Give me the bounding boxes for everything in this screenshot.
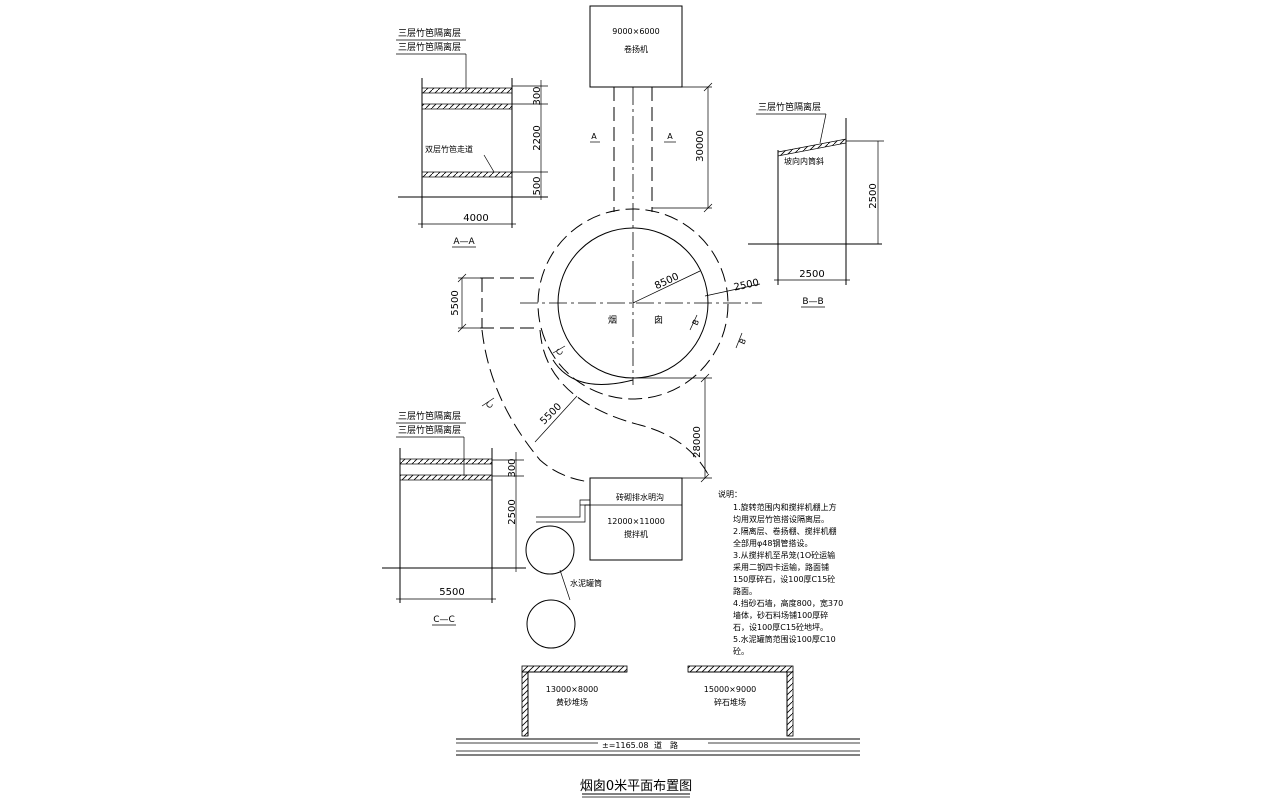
section-mark-c-outer: C — [484, 400, 495, 410]
dim-mixer-distance: 28000 — [633, 373, 712, 483]
notes-heading: 说明： — [718, 489, 742, 499]
dim-bb-2500-width: 2500 — [799, 269, 824, 280]
section-cc-name: C—C — [433, 615, 455, 625]
sand-yard-size: 13000×8000 — [546, 685, 599, 694]
section-bb-slope: 坡向内筒斜 — [784, 156, 824, 166]
chimney-label-right: 囱 — [654, 314, 663, 326]
section-cc-layer1: 三层竹笆隔离层 — [398, 410, 461, 422]
road-elevation: ±=1165.08 — [602, 741, 649, 750]
dim-radius-8500: 8500 — [653, 271, 681, 292]
cement-tank-label: 水泥罐筒 — [570, 578, 602, 588]
dim-28000: 28000 — [692, 426, 703, 458]
dim-cc-5500: 5500 — [439, 587, 464, 598]
mixer-house: 砖砌排水明沟 12000×11000 搅拌机 — [580, 477, 683, 561]
section-cc: 三层竹笆隔离层 三层竹笆隔离层 300 2500 5500 C—C — [382, 410, 526, 626]
mixer-box — [589, 477, 683, 561]
chimney-label-left: 烟 — [608, 314, 617, 326]
note-line: 150厚碎石，设100厚C15砼 — [733, 574, 835, 584]
hoist-name: 卷扬机 — [624, 44, 648, 54]
stone-yard: 15000×9000 碎石堆场 — [687, 665, 794, 737]
hoist-box — [589, 5, 683, 88]
drain-label: 砖砌排水明沟 — [616, 492, 664, 502]
hoist-house: 9000×6000 卷扬机 — [589, 5, 683, 88]
note-line: 均用双层竹笆搭设隔离层。 — [733, 514, 829, 524]
dim-aa-500: 500 — [532, 176, 543, 195]
stone-yard-name: 碎石堆场 — [714, 697, 746, 707]
sand-yard-name: 黄砂堆场 — [556, 697, 588, 707]
dim-30000: 30000 — [695, 130, 706, 162]
section-bb-layer: 三层竹笆隔离层 — [758, 101, 821, 113]
note-line: 4.挡砂石墙，高度800，宽370 — [733, 598, 843, 608]
note-line: 砼。 — [733, 646, 749, 656]
stone-yard-size: 15000×9000 — [704, 685, 757, 694]
notes: 说明： 1.旋转范围内和搅拌机棚上方 均用双层竹笆搭设隔离层。 2.隔离层、卷扬… — [718, 489, 843, 656]
section-aa-walkway: 双层竹笆走道 — [425, 144, 473, 154]
dim-aa-2200: 2200 — [532, 125, 543, 150]
dim-aa-4000: 4000 — [463, 213, 488, 224]
dim-hoist-distance: 30000 — [652, 82, 713, 213]
section-aa-layer2: 三层竹笆隔离层 — [398, 41, 461, 53]
note-line: 墙体，砂石料场铺100厚碎 — [733, 610, 828, 620]
section-mark-b-inner: B — [691, 318, 701, 327]
left-passage: 5500 — [450, 273, 540, 333]
section-aa-name: A—A — [453, 237, 475, 247]
mixer-name: 搅拌机 — [624, 529, 648, 539]
radius-line — [632, 270, 701, 304]
dim-bb-2500-height: 2500 — [868, 183, 879, 208]
sand-yard: 13000×8000 黄砂堆场 — [521, 665, 628, 737]
dim-cc-300: 300 — [507, 458, 518, 477]
section-aa-layer1: 三层竹笆隔离层 — [398, 27, 461, 39]
note-line: 1.旋转范围内和搅拌机棚上方 — [733, 502, 837, 512]
section-mark-b-outer: B — [738, 337, 748, 346]
note-line: 路面。 — [733, 586, 757, 596]
title-text: 烟囱0米平面布置图 — [580, 779, 692, 794]
dim-ring-2500: 2500 — [733, 278, 760, 294]
section-mark-a-left: A — [591, 132, 597, 141]
cement-tanks: 水泥罐筒 — [525, 525, 602, 649]
note-line: 3.从搅拌机至吊笼(1O砼运输 — [733, 550, 835, 560]
section-bb: 三层竹笆隔离层 坡向内筒斜 2500 2500 B—B — [748, 101, 884, 308]
note-line: 石，设100厚C15砼地坪。 — [733, 622, 828, 632]
mixer-size: 12000×11000 — [607, 517, 665, 526]
road-label: 道 路 — [654, 740, 678, 750]
note-line: 2.隔离层、卷扬棚、搅拌机棚 — [733, 526, 837, 536]
road: ±=1165.08 道 路 — [456, 738, 860, 756]
note-line: 全部用φ48钢管搭设。 — [733, 538, 812, 548]
dim-cc-2500: 2500 — [507, 499, 518, 524]
note-line: 采用二钢四卡运输，路面铺 — [733, 562, 829, 572]
chimney: 烟 囱 8500 2500 B B — [520, 208, 762, 400]
chimney-outer-ring — [537, 208, 729, 400]
section-mark-a-right: A — [667, 132, 673, 141]
section-cc-layer2: 三层竹笆隔离层 — [398, 424, 461, 436]
hoist-channel: A A — [590, 87, 676, 385]
hoist-size: 9000×6000 — [612, 27, 659, 36]
note-line: 5.水泥罐筒范围设100厚C10 — [733, 634, 836, 644]
section-mark-c-inner: C — [554, 347, 565, 357]
drain-pipe — [536, 499, 590, 523]
cement-tank-1 — [525, 525, 575, 575]
section-bb-name: B—B — [802, 297, 823, 307]
cement-tank-2 — [526, 599, 576, 649]
dim-passage-5500: 5500 — [450, 290, 461, 315]
drawing-title: 烟囱0米平面布置图 — [580, 779, 692, 798]
section-aa: 三层竹笆隔离层 三层竹笆隔离层 双层竹笆走道 300 2200 500 4000… — [396, 27, 548, 248]
dim-aa-300: 300 — [532, 86, 543, 105]
